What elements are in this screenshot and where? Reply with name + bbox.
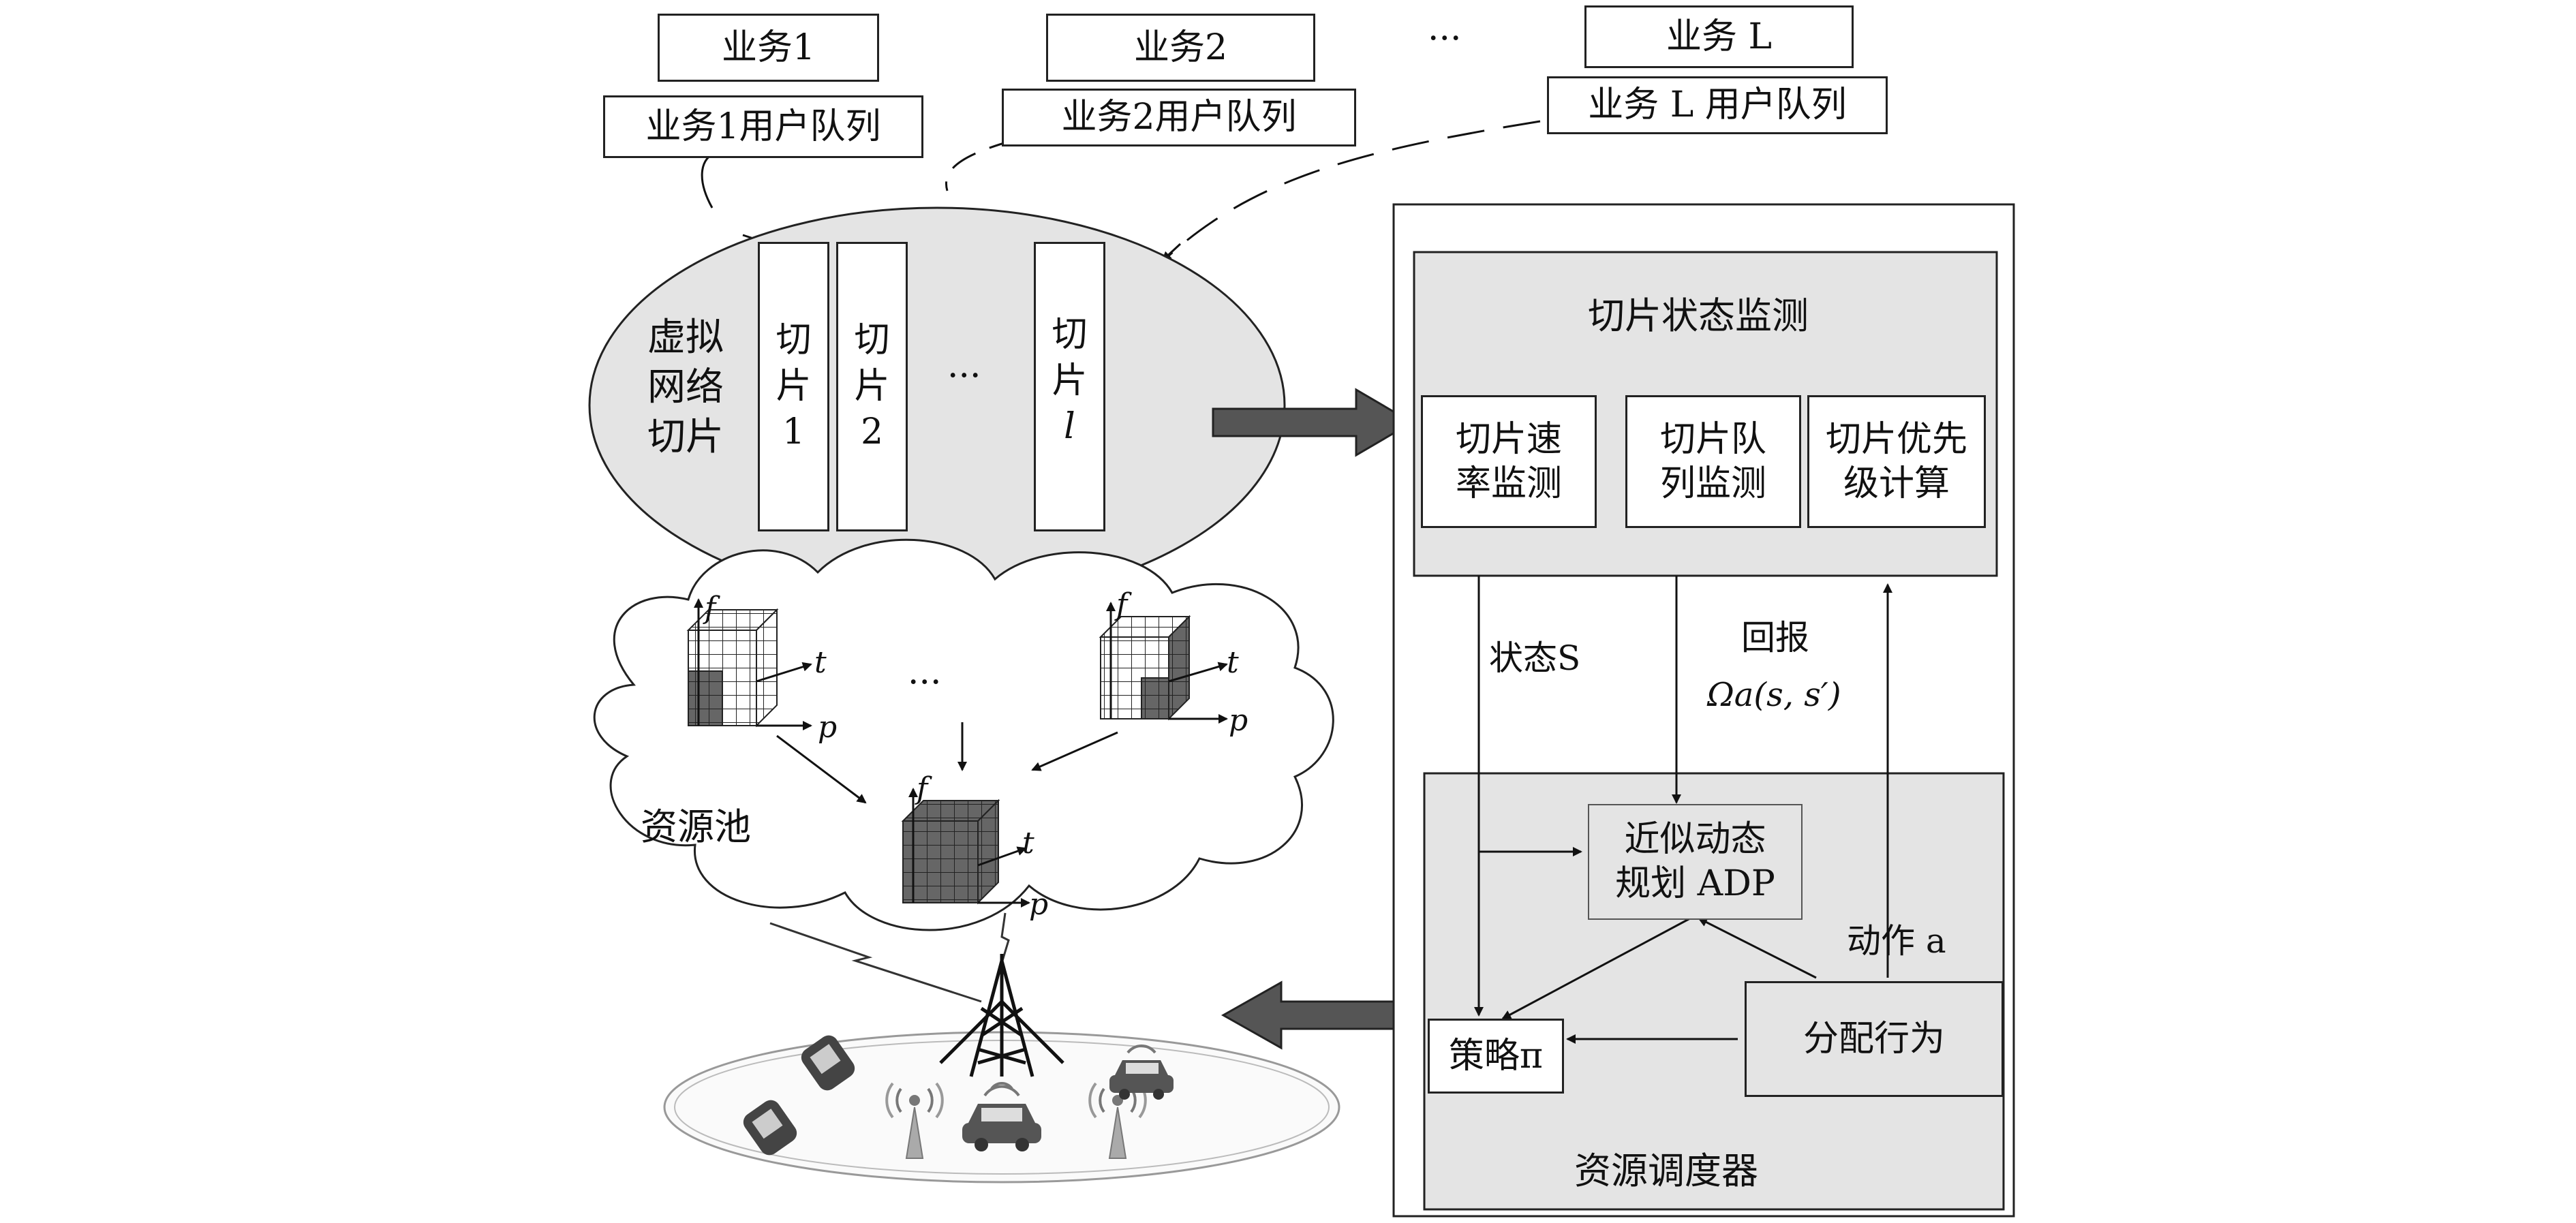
action-label: 动作 a (1847, 921, 1946, 961)
service-2-box: 业务2 (1046, 14, 1315, 82)
service-2-label: 业务2 (1133, 27, 1228, 68)
resource-cube-right (1099, 602, 1228, 724)
cube-center-axis-t: t (1022, 826, 1034, 861)
cube-left-axis-p: p (818, 710, 838, 745)
slice-ellipsis: ··· (947, 356, 981, 397)
slice-1: 切 片 1 (758, 242, 829, 531)
slice-l-char-1: 切 (1052, 314, 1088, 355)
priority-calc-line-2: 级计算 (1843, 463, 1950, 504)
rate-monitor-line-2: 率监测 (1455, 463, 1562, 504)
queue-monitor-box: 切片队列监测 (1625, 395, 1801, 528)
small-antenna-right (1088, 1082, 1147, 1159)
cube-center-axis-p: p (1029, 887, 1049, 922)
to-monitor-arrow (1212, 388, 1414, 457)
adp-line-1: 近似动态 (1624, 819, 1766, 860)
slice-l: 切 片 l (1034, 242, 1105, 531)
policy-label: 策略π (1448, 1035, 1544, 1077)
state-label: 状态S (1489, 638, 1581, 678)
service-L-queue-box: 业务 L 用户队列 (1547, 76, 1888, 134)
slice-l-index: l (1064, 406, 1075, 448)
priority-calc-box: 切片优先级计算 (1807, 395, 1986, 528)
virtual-slicing-line-3: 切片 (647, 414, 724, 459)
rate-monitor-line-1: 切片速 (1455, 418, 1562, 460)
monitor-title: 切片状态监测 (1588, 294, 1809, 337)
resource-cube-left (686, 598, 812, 730)
queue2-link (945, 138, 1016, 191)
resource-pool-label: 资源池 (641, 805, 751, 848)
base-station-tower (939, 954, 1064, 1077)
phone-icon-upper (801, 1035, 855, 1091)
slice-2: 切 片 2 (836, 242, 908, 531)
service-L-box: 业务 L (1584, 5, 1854, 68)
queueL-link (1164, 120, 1541, 260)
virtual-slicing-title: 虚拟 网络 切片 (647, 313, 724, 462)
resource-ellipsis: ··· (908, 662, 942, 703)
slice-1-index: 1 (782, 412, 806, 453)
wireless-link-left (769, 922, 982, 1003)
slice-1-char-1: 切 (776, 320, 812, 361)
reward-expression: Ωa(s, s′) (1707, 676, 1841, 714)
scheduler-title: 资源调度器 (1574, 1149, 1758, 1192)
cube-right-axis-f: f (1116, 587, 1128, 622)
service-L-queue-label: 业务 L 用户队列 (1588, 84, 1847, 125)
priority-calc-line-1: 切片优先 (1825, 418, 1967, 460)
allocation-box: 分配行为 (1745, 981, 2004, 1097)
slice-1-char-2: 片 (776, 365, 812, 407)
service-1-box: 业务1 (658, 14, 879, 82)
cube-left-axis-t: t (814, 645, 827, 680)
small-antenna-left (885, 1082, 944, 1159)
adp-line-2: 规划 ADP (1615, 863, 1775, 904)
car-icon-right (1109, 1044, 1174, 1100)
reward-title: 回报 (1741, 618, 1809, 657)
queue-monitor-line-1: 切片队 (1659, 418, 1766, 460)
adp-box: 近似动态规划 ADP (1588, 804, 1803, 920)
slice-2-char-2: 片 (854, 365, 890, 407)
cube-right-axis-t: t (1227, 645, 1239, 680)
car-icon-center (962, 1082, 1041, 1151)
virtual-slicing-line-2: 网络 (647, 365, 724, 409)
queue1-link (701, 152, 716, 208)
rate-monitor-box: 切片速率监测 (1421, 395, 1597, 528)
queue-monitor-line-2: 列监测 (1659, 463, 1766, 504)
cube-left-axis-f: f (705, 591, 716, 625)
virtual-slicing-line-1: 虚拟 (647, 315, 724, 360)
service-2-queue-box: 业务2用户队列 (1002, 89, 1356, 146)
slice-l-char-2: 片 (1052, 360, 1088, 401)
service-ellipsis: ··· (1428, 18, 1462, 59)
service-L-label: 业务 L (1666, 16, 1773, 57)
policy-box: 策略π (1428, 1019, 1564, 1094)
cube-center-axis-f: f (917, 771, 928, 806)
slice-2-index: 2 (860, 412, 884, 453)
allocation-label: 分配行为 (1803, 1018, 1945, 1059)
wireless-link-top (999, 912, 1010, 968)
service-1-queue-label: 业务1用户队列 (645, 106, 881, 147)
to-network-arrow (1221, 980, 1415, 1050)
service-2-queue-label: 业务2用户队列 (1061, 97, 1297, 138)
phone-icon-lower (743, 1100, 797, 1156)
slice-2-char-1: 切 (854, 320, 890, 361)
service-1-label: 业务1 (721, 27, 816, 68)
service-1-queue-box: 业务1用户队列 (603, 95, 923, 158)
resource-cube-center (901, 788, 1030, 908)
cube-right-axis-p: p (1229, 703, 1248, 738)
